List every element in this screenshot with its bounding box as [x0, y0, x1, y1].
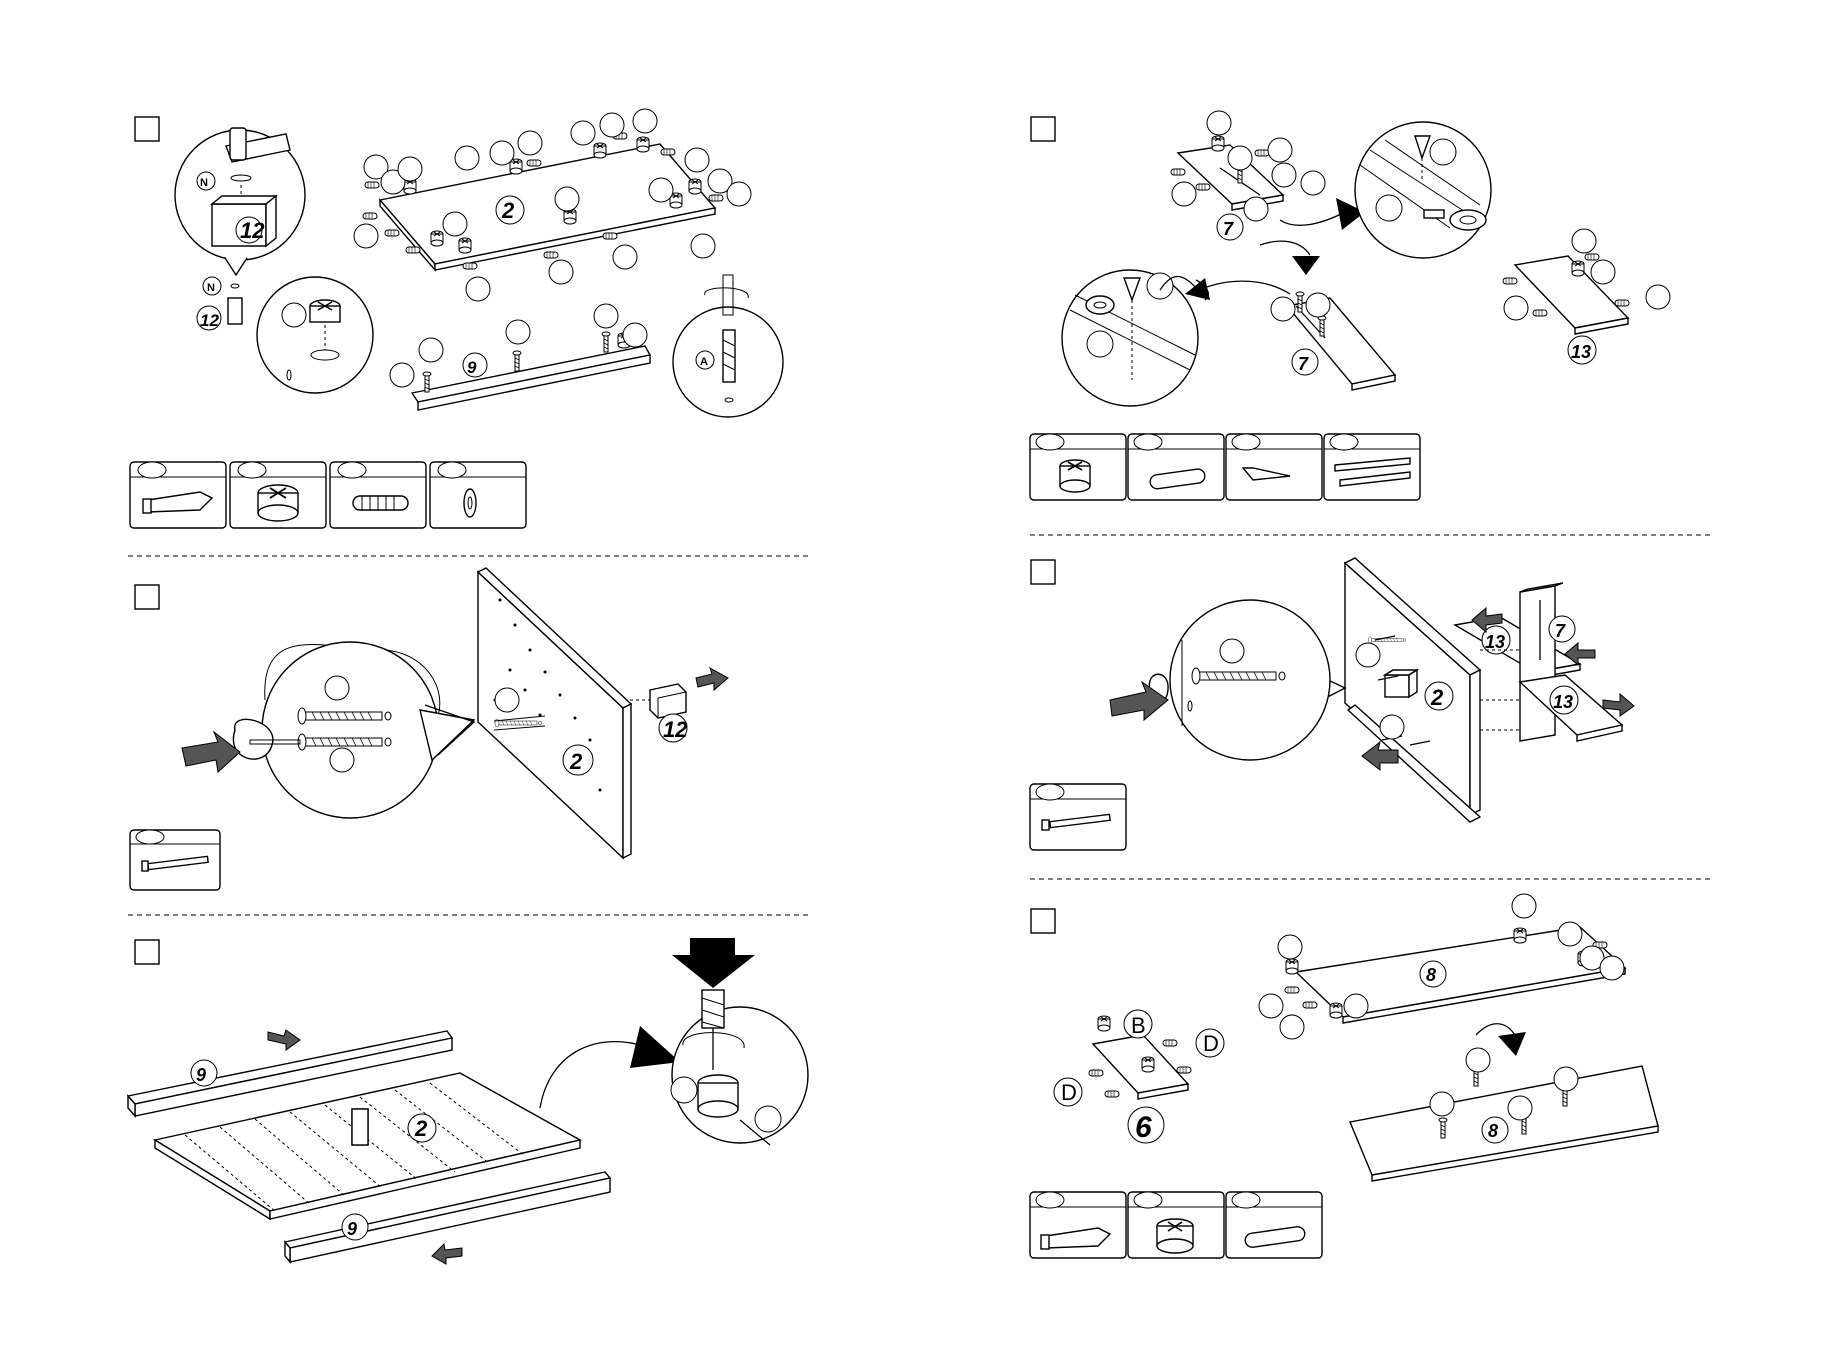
letter-label: D: [1061, 1080, 1077, 1105]
part-label: 7: [1298, 354, 1309, 374]
step-number-box: [135, 117, 159, 141]
letter-label: N: [207, 282, 215, 294]
part-label: 2: [569, 749, 583, 774]
step-1-diagram: 12 N N 12 2: [130, 109, 783, 528]
step-4-diagram: 7 7: [1030, 111, 1670, 500]
step-number-box: [135, 940, 159, 964]
part-label: 7: [1223, 219, 1234, 239]
letter-label: D: [1203, 1031, 1219, 1056]
letter-label: N: [200, 177, 208, 189]
part-label: 2: [414, 1116, 428, 1141]
part-label: 13: [1485, 632, 1505, 652]
part-label: 12: [200, 311, 219, 330]
hardware-legend: [130, 462, 526, 528]
part-label: 8: [1426, 965, 1436, 985]
part-label: 13: [1571, 342, 1591, 362]
letter-label: B: [1131, 1013, 1146, 1038]
part-label: 2: [1430, 685, 1444, 710]
part-label: 8: [1488, 1121, 1498, 1141]
hardware-legend: [1030, 434, 1420, 500]
part-label: 9: [196, 1065, 206, 1085]
step-number-box: [1031, 560, 1055, 584]
part-label: 9: [347, 1219, 357, 1239]
detail-circle: [672, 1007, 808, 1143]
detail-circle: [257, 277, 373, 393]
part-label: 6: [1135, 1111, 1152, 1144]
step-2-diagram: 2 12: [130, 568, 728, 890]
part-label: 9: [467, 358, 477, 377]
step-6-diagram: 8 8 B D D 6: [1030, 894, 1658, 1258]
hardware-legend: [1030, 1192, 1322, 1258]
step-number-box: [135, 585, 159, 609]
part-label: 7: [1555, 621, 1566, 641]
part-label: 12: [663, 717, 688, 742]
part-label: 2: [501, 198, 515, 223]
part-label: 13: [1553, 692, 1573, 712]
step-number-box: [1031, 909, 1055, 933]
letter-label: A: [700, 356, 708, 368]
step-number-box: [1031, 117, 1055, 141]
step-5-diagram: 2 13 7 13: [1030, 558, 1634, 850]
part-label: 12: [240, 218, 265, 243]
step-3-diagram: 9 2 9: [128, 938, 808, 1264]
detail-circle: [262, 642, 438, 818]
